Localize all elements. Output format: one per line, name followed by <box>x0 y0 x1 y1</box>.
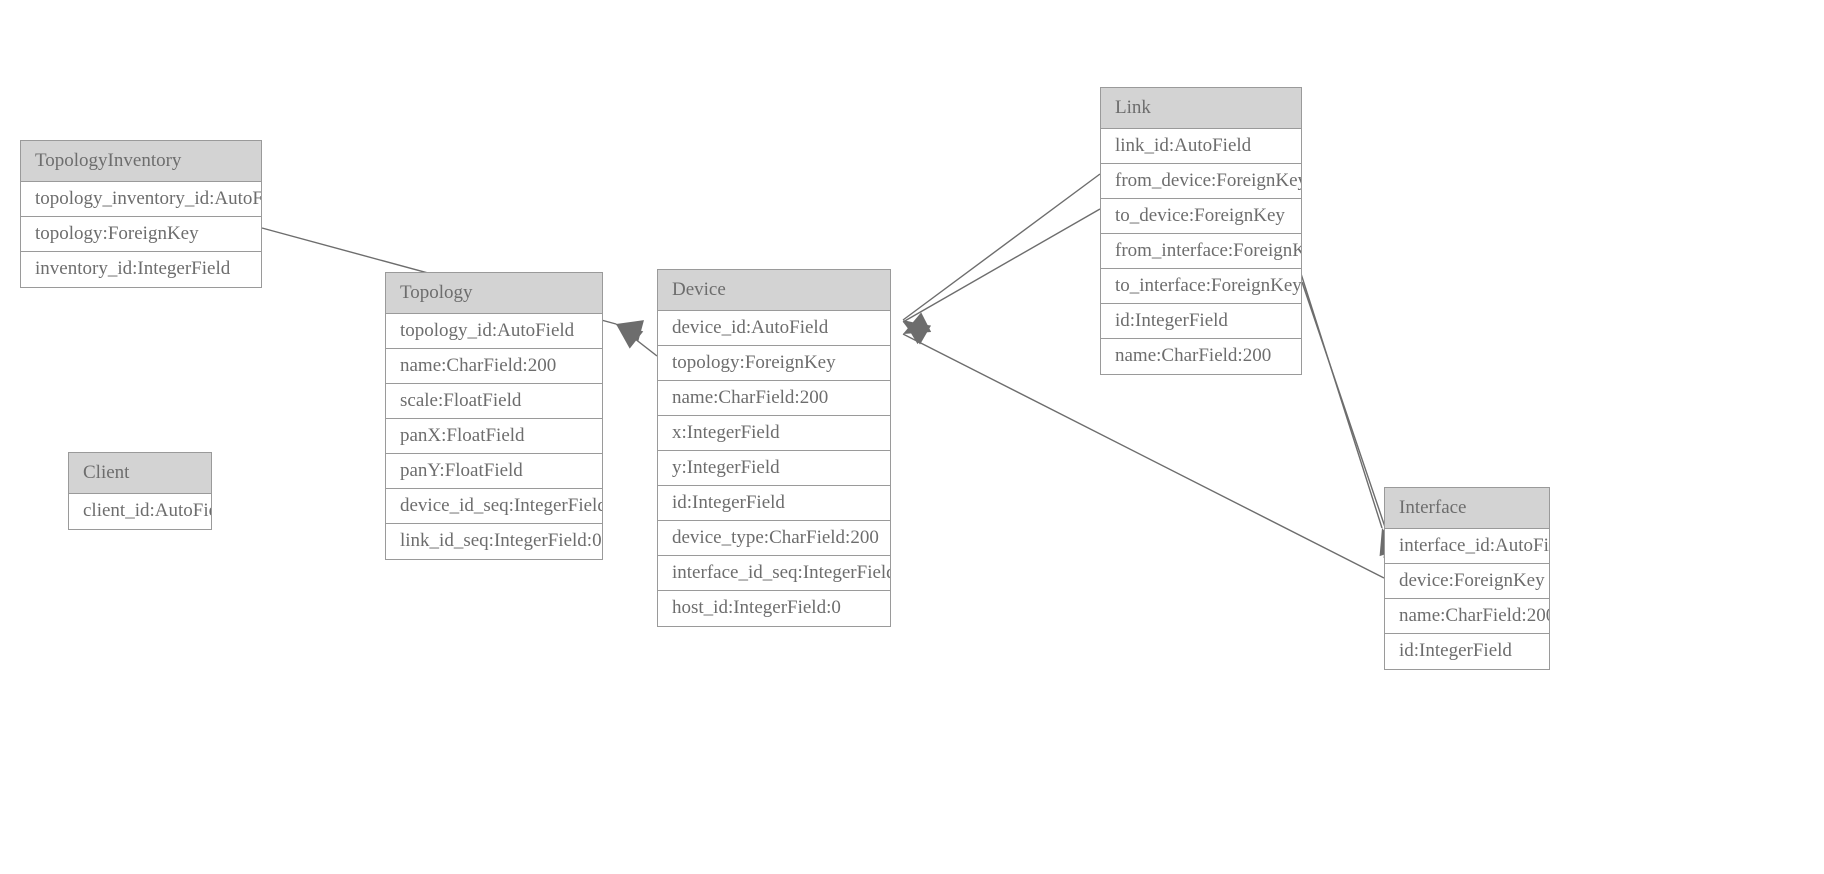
relationship-device-to-topology <box>615 323 658 357</box>
relationship-line <box>1301 281 1387 531</box>
relationship-arrowhead <box>903 322 932 345</box>
entity-field: name:CharField:200 <box>658 381 890 416</box>
entity-field: name:CharField:200 <box>386 349 602 384</box>
entity-title-interface: Interface <box>1385 488 1549 529</box>
entity-field: panX:FloatField <box>386 419 602 454</box>
relationship-arrowhead <box>903 320 931 345</box>
entity-field: to_device:ForeignKey <box>1101 199 1301 234</box>
entity-title-link: Link <box>1101 88 1301 129</box>
entity-field: device:ForeignKey <box>1385 564 1549 599</box>
relationship-link-from-device-to-device <box>902 173 1101 345</box>
entity-field: topology:ForeignKey <box>21 217 261 252</box>
entity-interface[interactable]: Interfaceinterface_id:AutoFielddevice:Fo… <box>1384 487 1550 670</box>
entity-field: topology_id:AutoField <box>386 314 602 349</box>
entity-field: host_id:IntegerField:0 <box>658 591 890 626</box>
entity-title-device: Device <box>658 270 890 311</box>
entity-field: id:IntegerField <box>1385 634 1549 669</box>
relationship-arrowhead <box>903 312 932 334</box>
relationship-line <box>1295 257 1383 529</box>
entity-title-topology: Topology <box>386 273 602 314</box>
relationship-line <box>615 323 658 357</box>
entity-title-client: Client <box>69 453 211 494</box>
relationship-line <box>902 173 1101 321</box>
entity-field: topology:ForeignKey <box>658 346 890 381</box>
entity-field: name:CharField:200 <box>1101 339 1301 374</box>
entity-field: topology_inventory_id:AutoField <box>21 182 261 217</box>
relationship-line <box>902 208 1101 323</box>
entity-field: from_interface:ForeignKey <box>1101 234 1301 269</box>
entity-field: interface_id_seq:IntegerField:0 <box>658 556 890 591</box>
entity-field: client_id:AutoField <box>69 494 211 529</box>
entity-field: id:IntegerField <box>658 486 890 521</box>
entity-field: link_id_seq:IntegerField:0 <box>386 524 602 559</box>
entity-field: scale:FloatField <box>386 384 602 419</box>
entity-field: x:IntegerField <box>658 416 890 451</box>
entity-field: interface_id:AutoField <box>1385 529 1549 564</box>
entity-field: link_id:AutoField <box>1101 129 1301 164</box>
entity-field: panY:FloatField <box>386 454 602 489</box>
entity-field: from_device:ForeignKey <box>1101 164 1301 199</box>
entity-field: device_type:CharField:200 <box>658 521 890 556</box>
entity-field: id:IntegerField <box>1101 304 1301 339</box>
relationship-link-to-device-to-device <box>902 208 1101 345</box>
entity-field: name:CharField:200 <box>1385 599 1549 634</box>
entity-field: device_id:AutoField <box>658 311 890 346</box>
entity-field: y:IntegerField <box>658 451 890 486</box>
relationship-arrowhead <box>616 324 644 349</box>
entity-title-topology_inventory: TopologyInventory <box>21 141 261 182</box>
entity-field: device_id_seq:IntegerField:0 <box>386 489 602 524</box>
entity-field: to_interface:ForeignKey <box>1101 269 1301 304</box>
relationship-arrowhead <box>616 320 644 342</box>
entity-field: inventory_id:IntegerField <box>21 252 261 287</box>
